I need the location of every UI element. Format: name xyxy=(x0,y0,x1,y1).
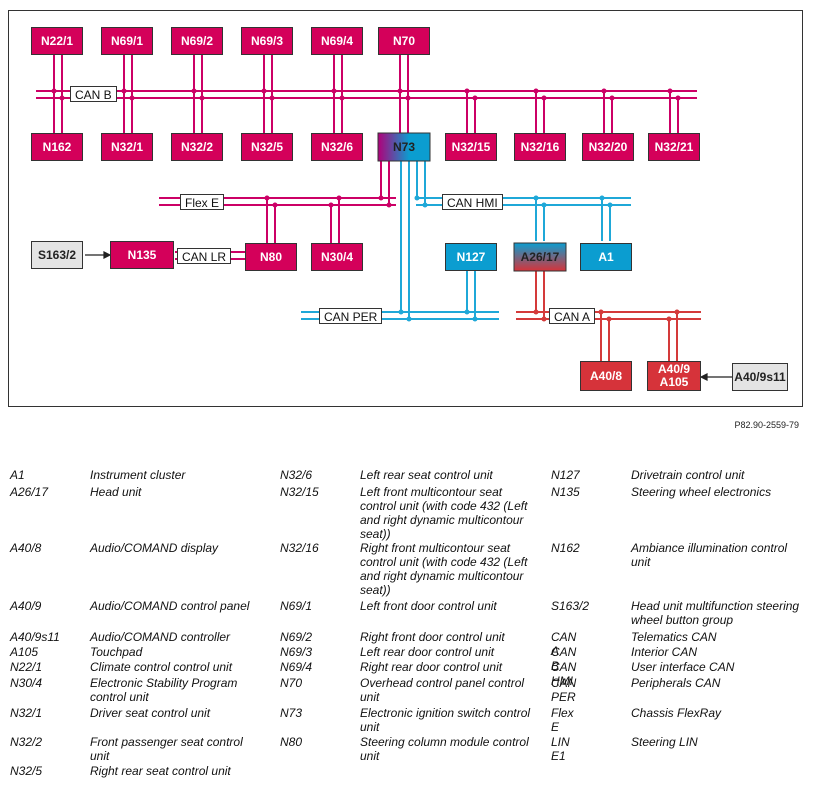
diagram-frame: N22/1 N69/1 N69/2 N69/3 N69/4 N70 N162 N… xyxy=(8,10,803,407)
node-n70[interactable]: N70 xyxy=(378,27,430,55)
node-n69-1[interactable]: N69/1 xyxy=(101,27,153,55)
node-n32-6[interactable]: N32/6 xyxy=(311,133,363,161)
node-a105-label: A105 xyxy=(659,375,689,389)
node-n32-21[interactable]: N32/21 xyxy=(648,133,700,161)
figure-reference: P82.90-2559-79 xyxy=(734,420,799,430)
node-n69-4[interactable]: N69/4 xyxy=(311,27,363,55)
can-per-junctions xyxy=(398,309,478,322)
node-n135[interactable]: N135 xyxy=(110,241,174,269)
node-n73[interactable]: N73 xyxy=(392,139,415,154)
can-b-bus xyxy=(36,55,697,133)
node-a40-8[interactable]: A40/8 xyxy=(580,361,632,391)
node-n32-15[interactable]: N32/15 xyxy=(445,133,497,161)
node-n32-1[interactable]: N32/1 xyxy=(101,133,153,161)
flex-e-junctions xyxy=(264,195,392,208)
node-n32-2[interactable]: N32/2 xyxy=(171,133,223,161)
node-n32-16[interactable]: N32/16 xyxy=(514,133,566,161)
node-n80[interactable]: N80 xyxy=(245,243,297,271)
label-can-a: CAN A xyxy=(549,308,596,324)
label-can-hmi: CAN HMI xyxy=(442,194,503,210)
network-diagram xyxy=(36,55,732,381)
node-n22-1[interactable]: N22/1 xyxy=(31,27,83,55)
node-a26-17[interactable]: A26/17 xyxy=(520,249,560,264)
can-hmi-junctions xyxy=(414,195,613,208)
node-n127[interactable]: N127 xyxy=(445,243,497,271)
can-b-junctions xyxy=(51,88,681,101)
label-can-lr: CAN LR xyxy=(177,248,232,264)
node-n32-20[interactable]: N32/20 xyxy=(582,133,634,161)
can-a-bus xyxy=(516,271,701,361)
node-a40-9s11[interactable]: A40/9s11 xyxy=(732,363,788,391)
node-n69-3[interactable]: N69/3 xyxy=(241,27,293,55)
node-n30-4[interactable]: N30/4 xyxy=(311,243,363,271)
a40-9s11-arrow xyxy=(699,373,732,381)
node-s163-2[interactable]: S163/2 xyxy=(31,241,83,269)
node-n32-5[interactable]: N32/5 xyxy=(241,133,293,161)
node-a40-9-label: A40/9 xyxy=(657,362,691,376)
label-flex-e: Flex E xyxy=(180,194,225,210)
label-can-b: CAN B xyxy=(70,86,117,102)
label-can-per: CAN PER xyxy=(319,308,383,324)
s163-arrow xyxy=(85,251,112,259)
node-a1[interactable]: A1 xyxy=(580,243,632,271)
can-a-junctions xyxy=(533,309,680,322)
node-n162[interactable]: N162 xyxy=(31,133,83,161)
node-a40-9-a105[interactable]: A40/9 A105 xyxy=(647,361,701,391)
node-n69-2[interactable]: N69/2 xyxy=(171,27,223,55)
